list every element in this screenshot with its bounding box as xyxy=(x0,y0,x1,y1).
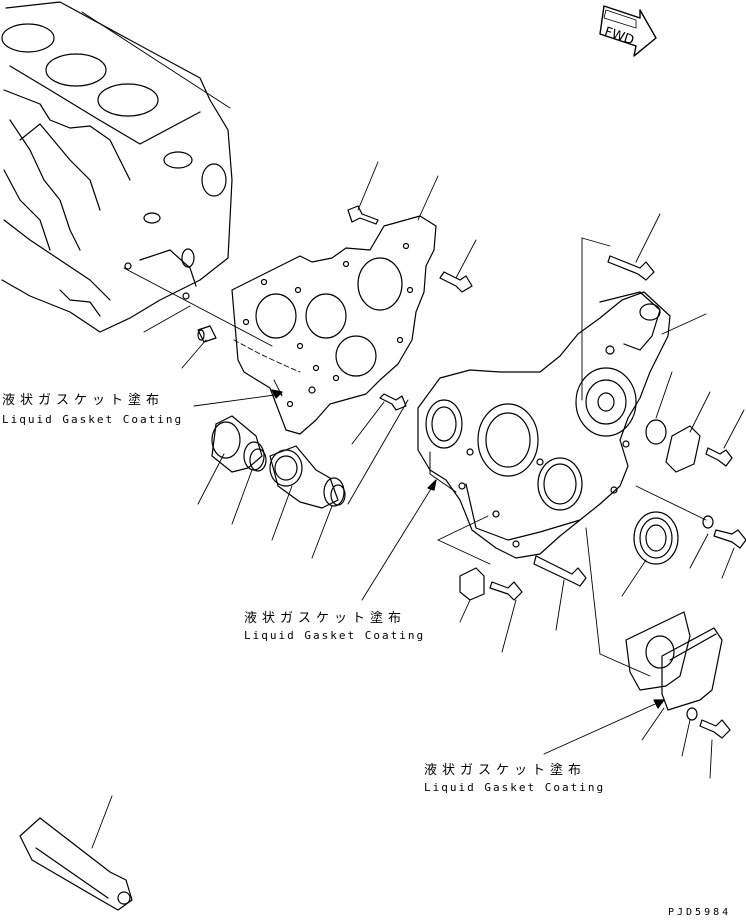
gear-case xyxy=(417,291,671,559)
dowel-pin xyxy=(197,325,217,343)
leader-lines-lower xyxy=(361,483,565,653)
leader-lines-cover xyxy=(543,699,713,779)
coating-label-2-jp: 液状ガスケット塗布 xyxy=(244,611,407,626)
coating-label-3-en: Liquid Gasket Coating xyxy=(424,781,606,794)
gasket-tube xyxy=(19,795,133,911)
coating-label-3-jp: 液状ガスケット塗布 xyxy=(424,763,587,778)
case-bolts-lower xyxy=(489,555,587,601)
leader-lines-case xyxy=(437,213,745,677)
coating-label-1-en: Liquid Gasket Coating xyxy=(2,413,184,426)
crank-oil-seal xyxy=(633,511,679,565)
plate-bolts xyxy=(347,205,473,411)
leader-lines-block xyxy=(81,11,273,369)
washer-bolt-right xyxy=(702,515,746,549)
rear-cover-gasket xyxy=(625,611,723,711)
coating-arrow-icon xyxy=(427,479,437,491)
leader-lines-seals xyxy=(197,399,409,559)
coating-label-2-en: Liquid Gasket Coating xyxy=(244,629,426,642)
cylinder-block xyxy=(1,1,233,333)
rubber-spacer xyxy=(459,567,485,623)
cover-washer-bolt xyxy=(686,707,731,739)
coating-arrow-icon xyxy=(271,389,283,399)
leader-lines-plate xyxy=(193,161,477,445)
fwd-arrow-icon: FWD xyxy=(599,5,657,57)
leader-lines-seal-right xyxy=(621,533,735,597)
case-bolt-top xyxy=(607,255,655,281)
coating-label-1-jp: 液状ガスケット塗布 xyxy=(2,393,165,408)
oil-seal-bushings xyxy=(211,415,346,509)
front-plate-gasket xyxy=(231,215,437,435)
cover-plate-small xyxy=(645,419,733,473)
coating-arrow-icon xyxy=(653,699,665,709)
drawing-code: PJD5984 xyxy=(668,907,732,918)
fwd-label: FWD xyxy=(602,25,635,49)
